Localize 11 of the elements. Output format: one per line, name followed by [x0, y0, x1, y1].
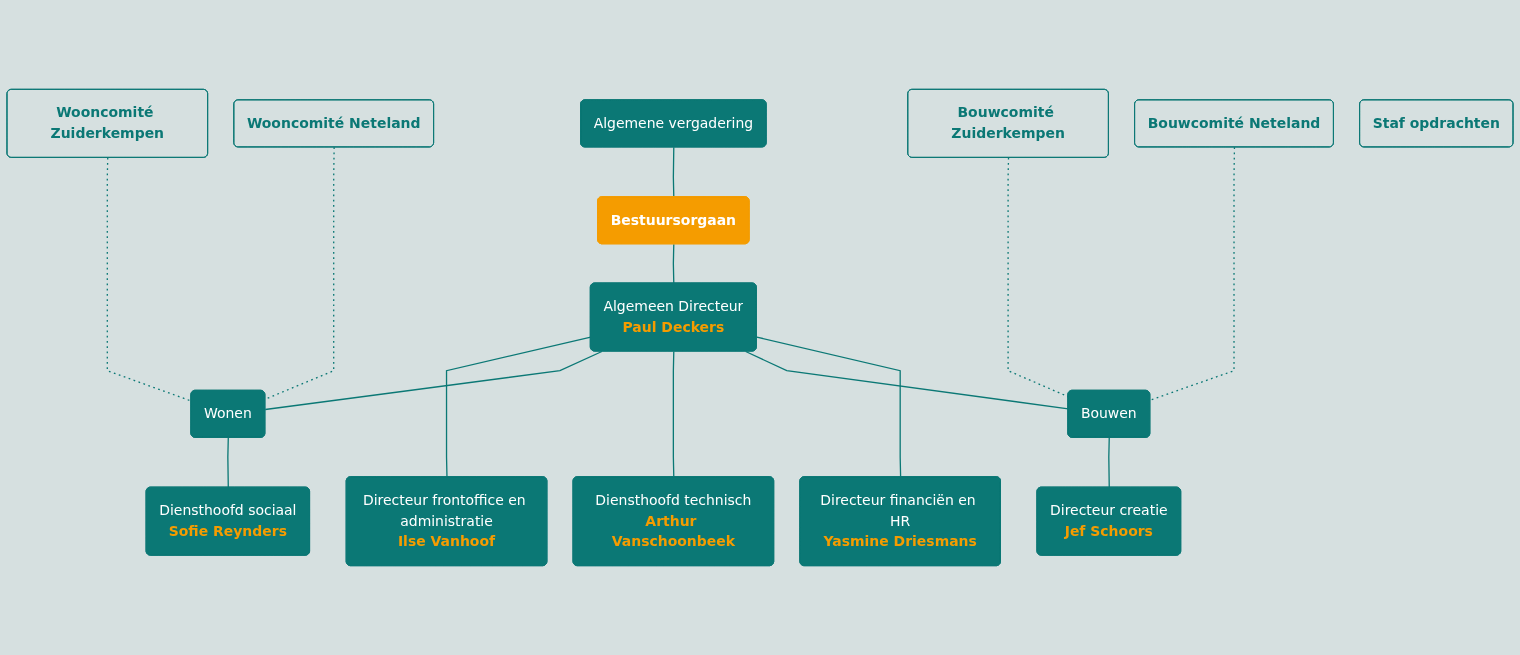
- connector: [672, 146, 675, 198]
- connector: [445, 336, 592, 478]
- connector: [1108, 437, 1110, 489]
- connector: [1149, 146, 1236, 401]
- connector: [756, 336, 902, 478]
- connector: [745, 350, 1069, 410]
- connector: [672, 243, 675, 285]
- connector: [672, 350, 675, 478]
- connector: [106, 157, 192, 402]
- connector: [227, 437, 229, 489]
- connector: [264, 350, 603, 411]
